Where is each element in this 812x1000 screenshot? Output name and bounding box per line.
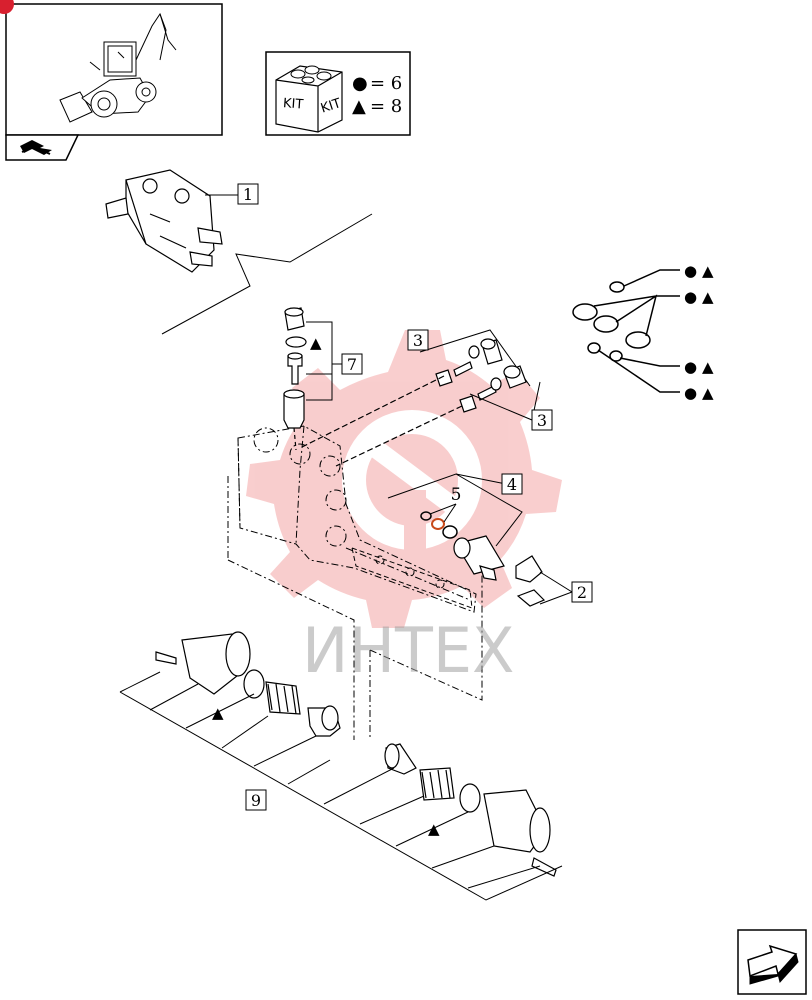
seal-markers-right: ● ▲ ● ▲ ● ▲ ● ▲ <box>684 262 714 402</box>
callout-4: 4 <box>387 473 523 547</box>
spool-cap-left <box>155 631 341 737</box>
break-line <box>161 213 373 335</box>
svg-text:▲: ▲ <box>702 358 714 376</box>
svg-text:5: 5 <box>451 485 462 505</box>
check-valve-upper <box>299 338 503 449</box>
svg-text:3: 3 <box>537 411 547 430</box>
spool-phantom <box>351 547 473 609</box>
svg-text:7: 7 <box>347 355 357 374</box>
callout-9-leaders <box>119 671 563 901</box>
seal-marker-triangle-left: ▲ <box>212 704 224 722</box>
watermark-gear-logo <box>246 330 562 628</box>
svg-text:2: 2 <box>577 583 587 602</box>
spool-cap-right <box>384 743 557 877</box>
kit-triangle-symbol: ▲ <box>352 96 366 117</box>
callout-7: 7 <box>306 321 363 401</box>
next-page-arrow-icon[interactable] <box>737 929 807 995</box>
callout-2: 2 <box>539 571 593 605</box>
svg-text:3: 3 <box>413 331 423 350</box>
relief-valve-cartridge <box>283 307 307 451</box>
svg-text:●: ● <box>684 262 697 280</box>
svg-text:▲: ▲ <box>702 262 714 280</box>
seal-kit-rings <box>572 269 680 393</box>
svg-text:●: ● <box>684 358 697 376</box>
kit-label-right: KIT <box>319 96 343 117</box>
kit-circle-symbol: ● <box>352 73 368 94</box>
callout-5: 5 <box>429 485 462 523</box>
svg-text:●: ● <box>684 288 697 306</box>
svg-text:▲: ▲ <box>702 288 714 306</box>
seal-marker-triangle-7: ▲ <box>310 334 322 352</box>
corner-badge <box>0 0 14 14</box>
svg-text:●: ● <box>684 384 697 402</box>
valve-body-phantom <box>227 425 483 740</box>
valve-section-assembly <box>105 169 223 273</box>
callout-9: 9 <box>245 789 267 811</box>
check-valve-lower <box>335 365 527 467</box>
kit-triangle-count: = 8 <box>370 96 402 117</box>
kit-circle-count: = 6 <box>370 73 402 94</box>
seal-marker-triangle-right: ▲ <box>428 820 440 838</box>
svg-text:1: 1 <box>243 185 253 204</box>
spool-clips <box>515 555 546 607</box>
watermark-text: ИНТЕХ <box>302 614 515 687</box>
kit-label-left: KIT <box>282 96 303 112</box>
spool-end-fitting <box>453 535 505 581</box>
kit-legend-box: KIT KIT ● = 6 ▲ = 8 <box>265 51 411 136</box>
svg-text:▲: ▲ <box>702 384 714 402</box>
svg-text:9: 9 <box>251 791 261 810</box>
svg-text:4: 4 <box>507 475 517 494</box>
callout-3-lower: 3 <box>469 381 553 431</box>
callout-1: 1 <box>205 183 259 205</box>
backhoe-loader-icon <box>59 12 177 123</box>
previous-page-arrow-icon[interactable] <box>20 140 52 155</box>
spool-end-seals <box>420 511 458 539</box>
